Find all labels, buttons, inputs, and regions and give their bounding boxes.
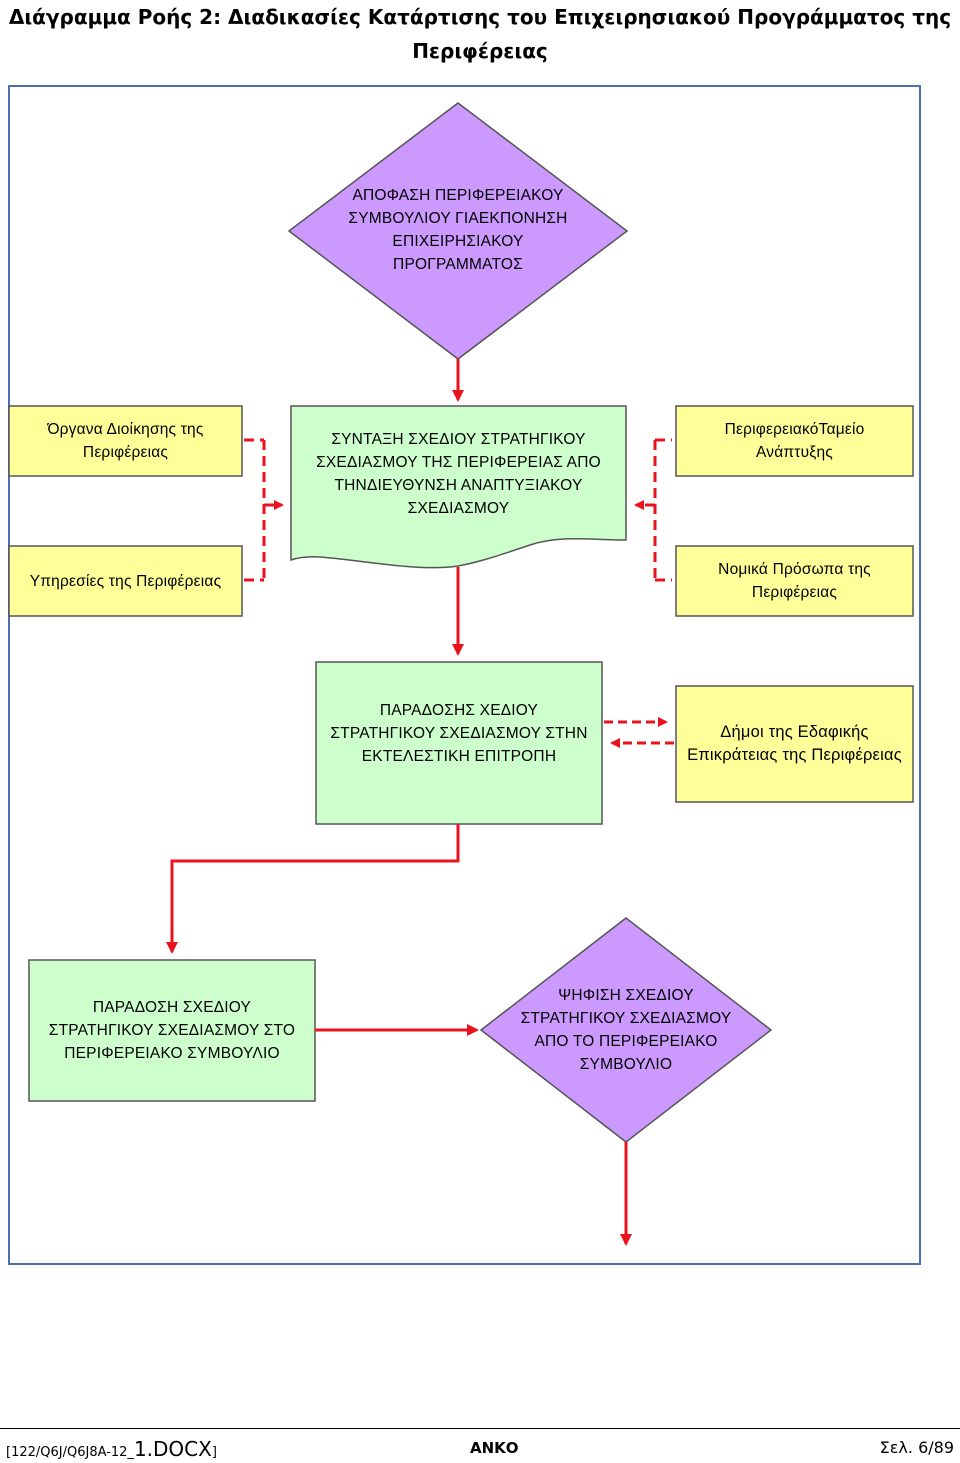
page-title-line-1: Διάγραμμα Ροής 2: Διαδικασίες Κατάρτισης… xyxy=(8,5,952,29)
arrow-committee-to-council xyxy=(166,824,460,954)
vote-label: ΨΗΦΙΣΗ ΣΧΕΔΙΟΥ ΣΤΡΑΤΗΓΙΚΟΥ ΣΧΕΔΙΑΣΜΟΥ ΑΠ… xyxy=(520,987,732,1073)
to-committee-box xyxy=(315,661,603,825)
drafting-label: ΣΥΝΤΑΞΗ ΣΧΕΔΙΟΥ ΣΤΡΑΤΗΓΙΚΟΥ ΣΧΕΔΙΑΣΜΟΥ Τ… xyxy=(316,431,601,517)
diagram-frame xyxy=(8,85,921,1265)
document-id: [122/Q6J/Q6J8A-12_1.DOCX] xyxy=(6,1437,217,1461)
right-dashed-connector xyxy=(634,438,672,582)
fund-box xyxy=(675,405,914,477)
page-title: Διάγραμμα Ροής 2: Διαδικασίες Κατάρτισης… xyxy=(0,0,960,68)
organization-name: ΑΝΚΟ xyxy=(470,1439,519,1457)
services-box xyxy=(8,545,243,617)
governance-label: Όργανα Διοίκησης της Περιφέρειας xyxy=(47,421,204,461)
to-council-label: ΠΑΡΑΔΟΣΗ ΣΧΕΔΙΟΥ ΣΤΡΑΤΗΓΙΚΟΥ ΣΧΕΔΙΑΣΜΟΥ … xyxy=(48,999,296,1062)
drafting-document-shape xyxy=(290,405,627,569)
legal-entities-label: Νομικά Πρόσωπα της Περιφέρειας xyxy=(718,561,871,601)
bidirectional-dashed-arrows xyxy=(604,717,674,748)
governance-box xyxy=(8,405,243,477)
to-committee-label: ΠΑΡΑΔΟΣΗΣ ΧΕΔΙΟΥ ΣΤΡΑΤΗΓΙΚΟΥ ΣΧΕΔΙΑΣΜΟΥ … xyxy=(330,701,588,765)
services-label: Υπηρεσίες της Περιφέρειας xyxy=(29,572,222,590)
page-title-line-2: Περιφέρειας xyxy=(412,39,548,63)
page-number: Σελ. 6/89 xyxy=(879,1438,954,1457)
municipalities-label: Δήμοι της Εδαφικής Επικράτειας της Περιφ… xyxy=(687,723,902,764)
to-council-box xyxy=(28,959,316,1102)
page-footer: [122/Q6J/Q6J8A-12_1.DOCX] ΑΝΚΟ Σελ. 6/89 xyxy=(0,1428,960,1463)
decision-top-label: ΑΠΟΦΑΣΗ ΠΕΡΙΦΕΡΕΙΑΚΟΥ ΣΥΜΒΟΥΛΙΟΥ ΓΙΑΕΚΠΟ… xyxy=(348,187,568,273)
legal-entities-box xyxy=(675,545,914,617)
left-dashed-connector xyxy=(244,438,284,582)
fund-label: ΠεριφερειακόΤαμείο Ανάπτυξης xyxy=(724,421,865,461)
municipalities-box xyxy=(675,685,914,803)
